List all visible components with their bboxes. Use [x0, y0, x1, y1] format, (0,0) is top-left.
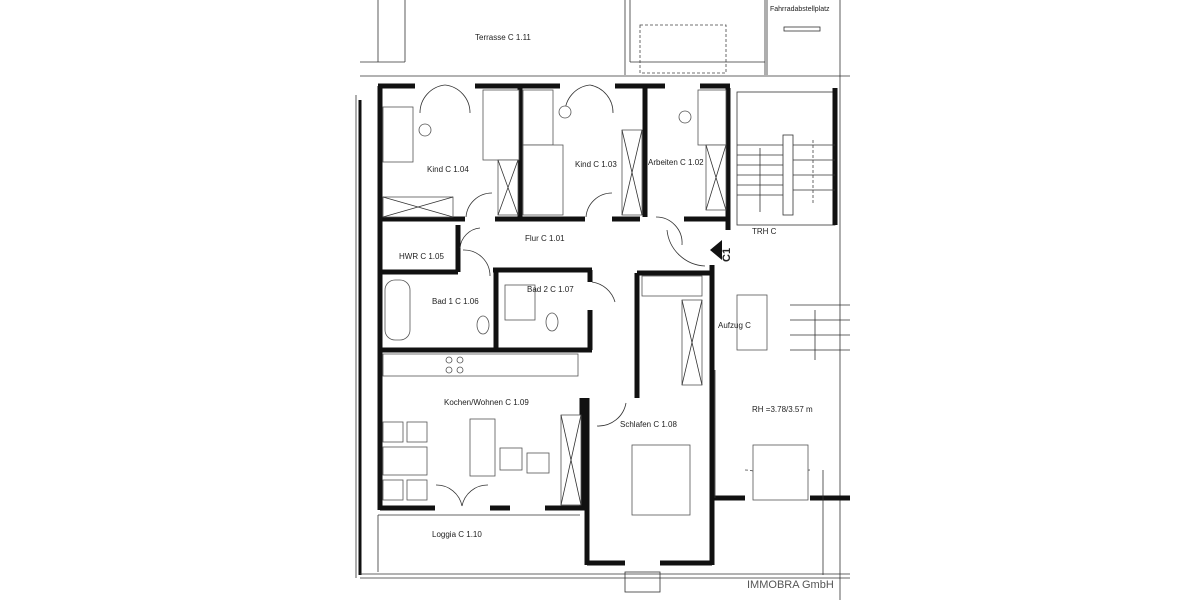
- entrance-arrow-icon: [710, 240, 722, 260]
- label-office: Arbeiten C 1.02: [648, 158, 704, 167]
- label-terrace: Terrasse C 1.11: [475, 33, 531, 42]
- label-stairwell: TRH C: [752, 227, 777, 236]
- label-bedroom: Schlafen C 1.08: [620, 420, 677, 429]
- label-child-1: Kind C 1.04: [427, 165, 469, 174]
- label-child-2: Kind C 1.03: [575, 160, 617, 169]
- stairs: [737, 140, 850, 360]
- label-utility: HWR C 1.05: [399, 252, 444, 261]
- walls: [377, 83, 850, 575]
- label-loggia: Loggia C 1.10: [432, 530, 482, 539]
- label-bath-2: Bad 2 C 1.07: [527, 285, 574, 294]
- label-kitchen-living: Kochen/Wohnen C 1.09: [444, 398, 529, 407]
- entrance-marker: C1: [721, 248, 733, 262]
- label-elevator: Aufzug C: [718, 321, 751, 330]
- company-watermark: IMMOBRA GmbH: [747, 579, 834, 591]
- label-bike-parking: Fahrradabstellplatz: [770, 6, 830, 13]
- furniture: [382, 89, 850, 593]
- label-bath-1: Bad 1 C 1.06: [432, 297, 479, 306]
- context-lines: [355, 0, 850, 600]
- room-labels: Terrasse C 1.11 Fahrradabstellplatz Kind…: [399, 6, 834, 591]
- label-room-height: RH =3.78/3.57 m: [752, 405, 813, 414]
- wardrobes: [382, 129, 727, 506]
- label-hallway: Flur C 1.01: [525, 234, 565, 243]
